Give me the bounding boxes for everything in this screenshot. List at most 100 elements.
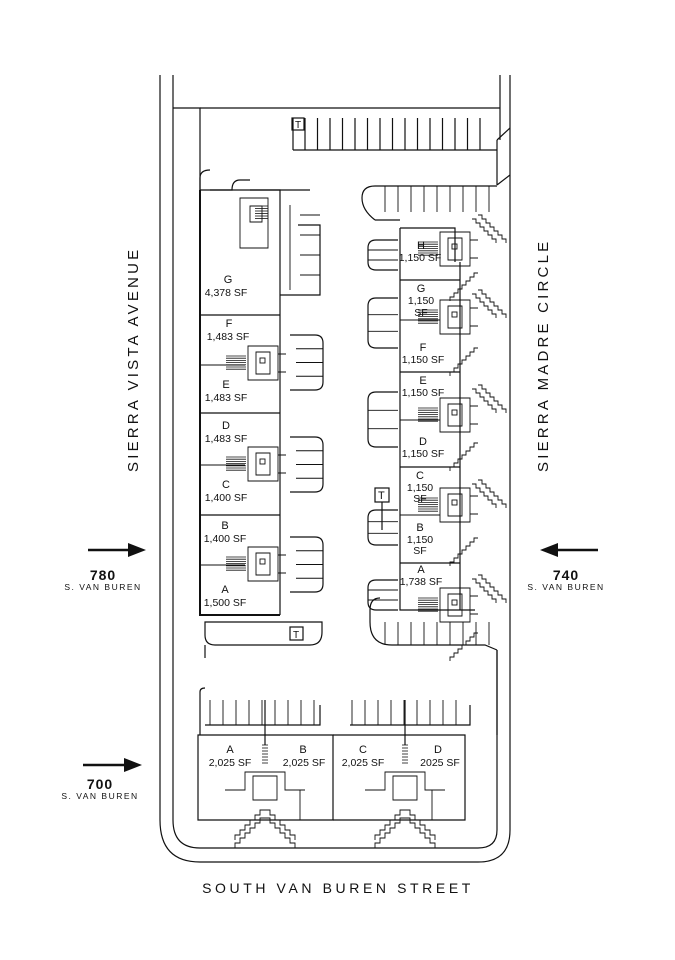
unit-label-f: F (226, 318, 233, 330)
parking-finger (376, 579, 398, 611)
unit-size-b: 1,400 SF (204, 533, 247, 545)
unit-size-e: 1,483 SF (205, 392, 248, 404)
address-number: 780 (90, 567, 116, 583)
unit-label-d: D (222, 420, 230, 432)
entry-lobby (439, 231, 471, 267)
stepped-wall (478, 479, 507, 508)
unit-size-g-2: SF (414, 307, 427, 319)
stepped-wall (405, 817, 436, 848)
unit-size-b: 2,025 SF (283, 757, 326, 769)
unit-label-h: H (417, 240, 425, 252)
unit-size-f: 1,150 SF (402, 354, 445, 366)
stepped-wall (472, 293, 497, 318)
trash-enclosure-middle: T (374, 487, 390, 530)
unit-label-b: B (299, 744, 306, 756)
entry-wall (470, 405, 478, 425)
entry-core (255, 452, 271, 476)
stepped-wall (478, 214, 507, 243)
column (451, 599, 458, 606)
stepped-wall (478, 384, 507, 413)
entry-lobby (247, 546, 279, 582)
trash-enclosure-north: T (291, 117, 305, 131)
entry-wall (470, 595, 478, 615)
entry-wall (470, 495, 478, 515)
parking-finger (376, 239, 398, 271)
entry-wall (470, 239, 478, 259)
address-number: 740 (553, 567, 579, 583)
stepped-wall (374, 817, 405, 848)
unit-label-f: F (420, 342, 427, 354)
parking-stall-line (289, 205, 320, 290)
stepped-wall (265, 817, 296, 848)
arrow-left-icon (540, 543, 558, 557)
unit-size-c-2: SF (413, 493, 426, 505)
entry-core (255, 552, 271, 576)
center-parking-top (361, 185, 497, 221)
east-stepped-facade (449, 214, 507, 661)
north-parking (292, 118, 497, 151)
unit-label-d: D (419, 436, 427, 448)
unit-size-c-1: 1,150 (407, 482, 433, 494)
unit-label-b: B (221, 520, 228, 532)
unit-size-d: 1,483 SF (205, 433, 248, 445)
stepped-wall (472, 388, 497, 413)
unit-size-h: 1,150 SF (399, 252, 442, 264)
stepped-wall (478, 574, 507, 603)
entry-lobby (439, 397, 471, 433)
entry-core (447, 403, 463, 427)
unit-size-a: 1,500 SF (204, 597, 247, 609)
entry-wall (278, 554, 286, 574)
unit-size-c: 2,025 SF (342, 757, 385, 769)
column (259, 458, 266, 465)
parking-finger-cap (367, 509, 377, 546)
unit-size-b-2: SF (413, 545, 426, 557)
west-unit-labels: G 4,378 SF F 1,483 SF E 1,483 SF D 1,483… (204, 274, 250, 609)
stepped-wall (478, 289, 507, 318)
street-label-west: SIERRA VISTA AVENUE (125, 247, 142, 472)
unit-label-a: A (417, 564, 425, 576)
address-780: 780 S. VAN BUREN (64, 543, 146, 592)
south-parking-stalls (209, 700, 457, 725)
entry-core (239, 197, 269, 249)
unit-size-e: 1,150 SF (402, 387, 445, 399)
column (451, 409, 458, 416)
east-unit-labels: H 1,150 SF G 1,150 SF F 1,150 SF E 1,150… (399, 240, 445, 588)
parking-finger-cap (367, 239, 377, 271)
entry-core (447, 493, 463, 517)
stepped-wall (472, 578, 497, 603)
entry-lobby (247, 345, 279, 381)
parking-finger (376, 509, 398, 546)
unit-size-b-1: 1,150 (407, 534, 433, 546)
unit-label-g: G (224, 274, 233, 286)
west-entry-modules (226, 197, 286, 582)
site-boundary (159, 75, 511, 863)
west-parking-fingers (289, 205, 324, 593)
column (451, 243, 458, 250)
parking-finger-cap (367, 579, 377, 611)
column (259, 357, 266, 364)
unit-label-a: A (221, 584, 229, 596)
unit-label-c: C (222, 479, 230, 491)
stepped-wall (405, 809, 436, 840)
unit-size-c: 1,400 SF (205, 492, 248, 504)
unit-size-d: 2025 SF (420, 757, 460, 769)
unit-label-g: G (417, 283, 426, 295)
address-740: 740 S. VAN BUREN (527, 543, 603, 592)
south-unit-labels: A 2,025 SF B 2,025 SF C 2,025 SF D 2025 … (209, 744, 460, 769)
south-entry-modules (225, 744, 445, 848)
parking-finger (290, 334, 315, 391)
parking-finger (290, 436, 315, 493)
column (259, 558, 266, 565)
parking-finger (376, 297, 398, 349)
entry-lobby (439, 587, 471, 623)
entry-core (447, 305, 463, 329)
entry-wall (470, 307, 478, 327)
street-label-east: SIERRA MADRE CIRCLE (535, 239, 552, 472)
entry-lobby (247, 446, 279, 482)
entry-core (255, 351, 271, 375)
trash-enclosure-south: T (289, 626, 304, 641)
parking-finger (290, 536, 315, 593)
unit-size-f: 1,483 SF (207, 331, 250, 343)
stepped-wall (449, 347, 478, 376)
stepped-wall (234, 817, 265, 848)
